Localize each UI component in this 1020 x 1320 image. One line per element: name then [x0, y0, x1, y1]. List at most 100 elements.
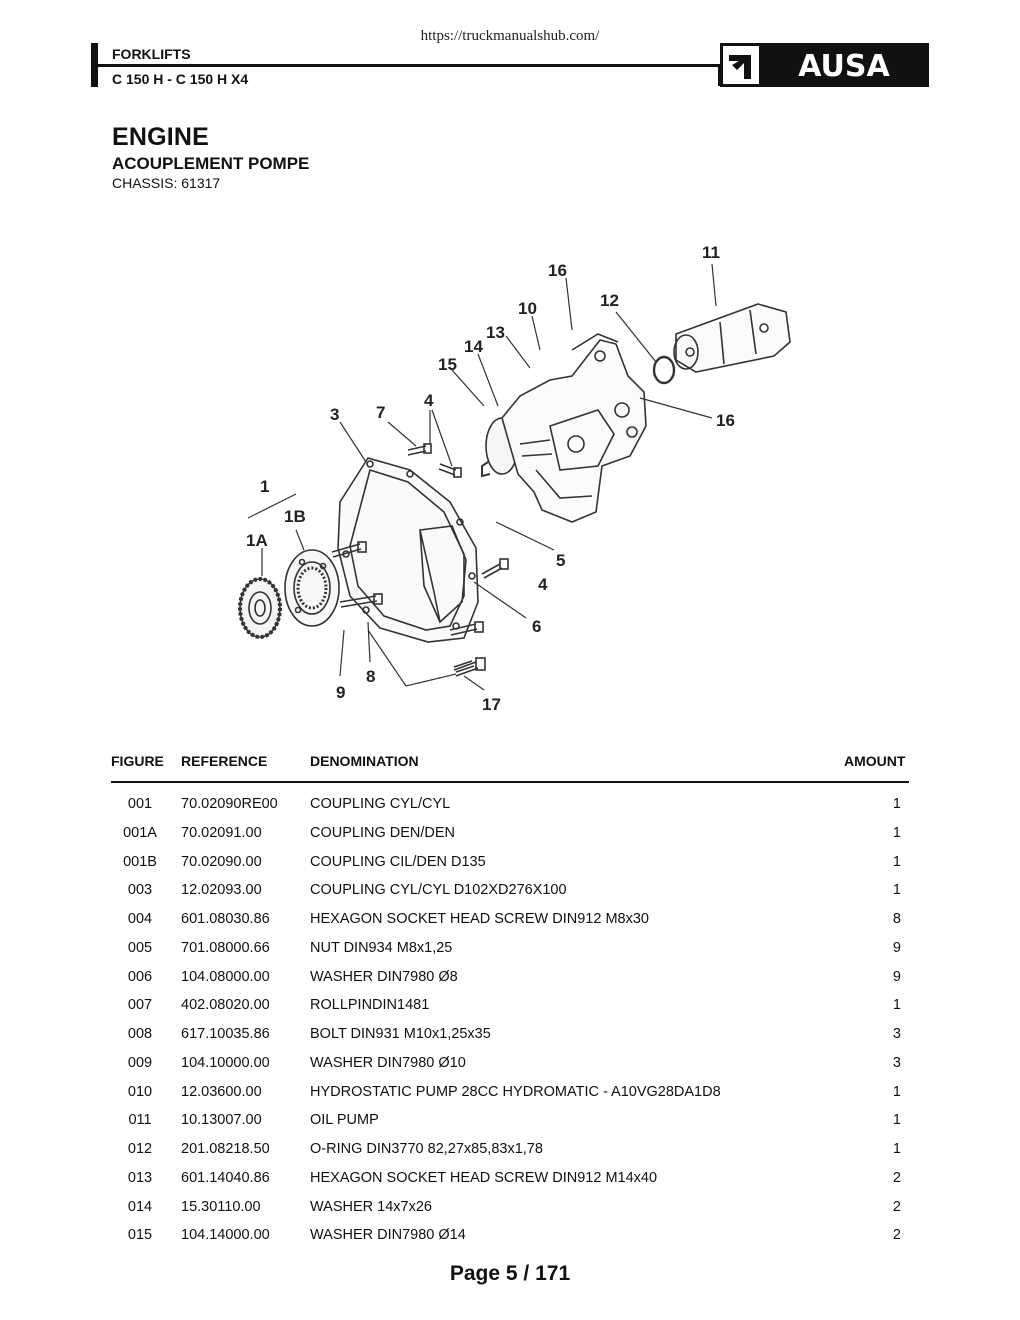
cell-reference: 601.14040.86 — [181, 1169, 270, 1186]
table-row: 014 15.30110.00 WASHER 14x7x26 2 — [111, 1193, 909, 1222]
cell-figure: 009 — [127, 1054, 153, 1071]
table-row: 006 104.08000.00 WASHER DIN7980 Ø8 9 — [111, 963, 909, 992]
cell-reference: 701.08000.66 — [181, 939, 270, 956]
cell-denomination: COUPLING CIL/DEN D135 — [310, 853, 486, 870]
cell-amount: 1 — [892, 796, 901, 812]
header-accent-bar — [91, 43, 98, 87]
cell-denomination: HEXAGON SOCKET HEAD SCREW DIN912 M14x40 — [310, 1169, 658, 1186]
callout-16-right: 16 — [716, 411, 735, 430]
source-url[interactable]: https://truckmanualshub.com/ — [420, 28, 600, 44]
table-row: 004 601.08030.86 HEXAGON SOCKET HEAD SCREW… — [111, 905, 909, 934]
callout-16-top: 16 — [548, 261, 567, 280]
header-divider-tick — [718, 64, 720, 86]
callout-leaders — [247, 263, 717, 691]
cell-figure: 001 — [127, 796, 153, 812]
cell-denomination: COUPLING CYL/CYL — [310, 796, 451, 812]
cell-amount: 1 — [892, 1083, 901, 1100]
cell-figure: 004 — [127, 911, 153, 927]
cell-figure: 013 — [127, 1169, 153, 1186]
logo-text: AUSA — [798, 49, 890, 84]
cell-reference: 402.08020.00 — [181, 997, 270, 1014]
table-row: 010 12.03600.00 HYDROSTATIC PUMP 28CC HYDR… — [111, 1078, 909, 1107]
callout-13: 13 — [486, 323, 505, 342]
cell-denomination: HYDROSTATIC PUMP 28CC HYDROMATIC - A10VG… — [310, 1083, 721, 1100]
chassis-number: CHASSIS: 61317 — [112, 175, 221, 191]
callout-1b: 1B — [284, 507, 306, 526]
cell-amount: 3 — [892, 1054, 901, 1071]
table-row: 001 70.02090RE00 COUPLING CYL/CYL 1 — [111, 790, 909, 819]
ausa-mark-icon — [723, 46, 759, 84]
cell-reference: 104.14000.00 — [181, 1227, 270, 1244]
callout-14: 14 — [464, 337, 483, 356]
table-row: 009 104.10000.00 WASHER DIN7980 Ø10 3 — [111, 1049, 909, 1078]
cell-reference: 601.08030.86 — [181, 911, 270, 927]
cell-denomination: OIL PUMP — [310, 1112, 379, 1129]
cell-reference: 15.30110.00 — [181, 1198, 261, 1215]
callout-3: 3 — [330, 405, 339, 424]
cell-amount: 1 — [892, 853, 901, 870]
callout-1: 1 — [260, 477, 269, 496]
o-ring-12 — [652, 355, 676, 385]
cell-denomination: WASHER DIN7980 Ø10 — [310, 1054, 466, 1071]
cell-figure: 007 — [127, 997, 153, 1014]
callout-6: 6 — [532, 617, 541, 636]
cell-reference: 70.02090RE00 — [181, 796, 278, 812]
cell-figure: 006 — [127, 968, 153, 985]
cell-denomination: COUPLING DEN/DEN — [310, 824, 456, 841]
cell-reference: 104.08000.00 — [181, 968, 270, 985]
cell-figure: 001A — [123, 824, 157, 841]
callout-1a: 1A — [246, 531, 268, 550]
cell-figure: 010 — [127, 1083, 153, 1100]
cell-figure: 015 — [127, 1227, 153, 1244]
exploded-parts-diagram: 1 1A 1B 3 4 4 5 6 7 8 9 10 11 12 13 14 1… — [238, 243, 791, 714]
callout-17: 17 — [482, 695, 501, 714]
cell-denomination: COUPLING CYL/CYL D102XD276X100 — [310, 882, 567, 899]
page-title: ENGINE — [112, 123, 210, 151]
cell-denomination: ROLLPINDIN1481 — [310, 997, 430, 1014]
page-number: Page 5 / 171 — [449, 1262, 571, 1285]
callout-4-top: 4 — [424, 391, 434, 410]
header-model: C 150 H - C 150 H X4 — [112, 71, 249, 87]
cell-amount: 2 — [892, 1198, 901, 1215]
cell-denomination: O-RING DIN3770 82,27x85,83x1,78 — [310, 1141, 543, 1157]
cell-denomination: HEXAGON SOCKET HEAD SCREW DIN912 M8x30 — [310, 911, 649, 927]
cell-amount: 8 — [892, 911, 901, 927]
bolts-4-8 — [331, 443, 509, 677]
brand-logo: AUSA — [720, 43, 929, 87]
table-row: 012 201.08218.50 O-RING DIN3770 82,27x85,8… — [111, 1135, 909, 1164]
oil-pump-11 — [673, 303, 791, 373]
cell-figure: 014 — [127, 1198, 153, 1215]
callout-12: 12 — [600, 291, 619, 310]
cell-figure: 012 — [127, 1141, 153, 1157]
cell-denomination: WASHER 14x7x26 — [310, 1198, 432, 1215]
cell-amount: 9 — [892, 939, 901, 956]
page-subtitle: ACOUPLEMENT POMPE — [112, 154, 310, 173]
cell-figure: 003 — [127, 882, 153, 899]
cell-amount: 1 — [892, 882, 901, 899]
cell-figure: 005 — [127, 939, 153, 956]
column-header-reference: REFERENCE — [181, 753, 268, 769]
callout-8: 8 — [366, 667, 375, 686]
column-header-figure: FIGURE — [111, 753, 164, 769]
cell-amount: 9 — [892, 968, 901, 985]
cell-reference: 104.10000.00 — [181, 1054, 270, 1071]
cell-amount: 2 — [892, 1169, 901, 1186]
hydrostatic-pump-10 — [481, 333, 647, 523]
cell-reference: 12.03600.00 — [181, 1083, 262, 1100]
cell-denomination: WASHER DIN7980 Ø8 — [310, 968, 458, 985]
cell-amount: 2 — [892, 1227, 901, 1244]
cell-reference: 201.08218.50 — [181, 1141, 270, 1157]
callout-4-right: 4 — [538, 575, 548, 594]
column-header-amount: AMOUNT — [844, 753, 906, 769]
table-row: 013 601.14040.86 HEXAGON SOCKET HEAD SCREW… — [111, 1164, 909, 1193]
cell-reference: 617.10035.86 — [181, 1026, 270, 1042]
